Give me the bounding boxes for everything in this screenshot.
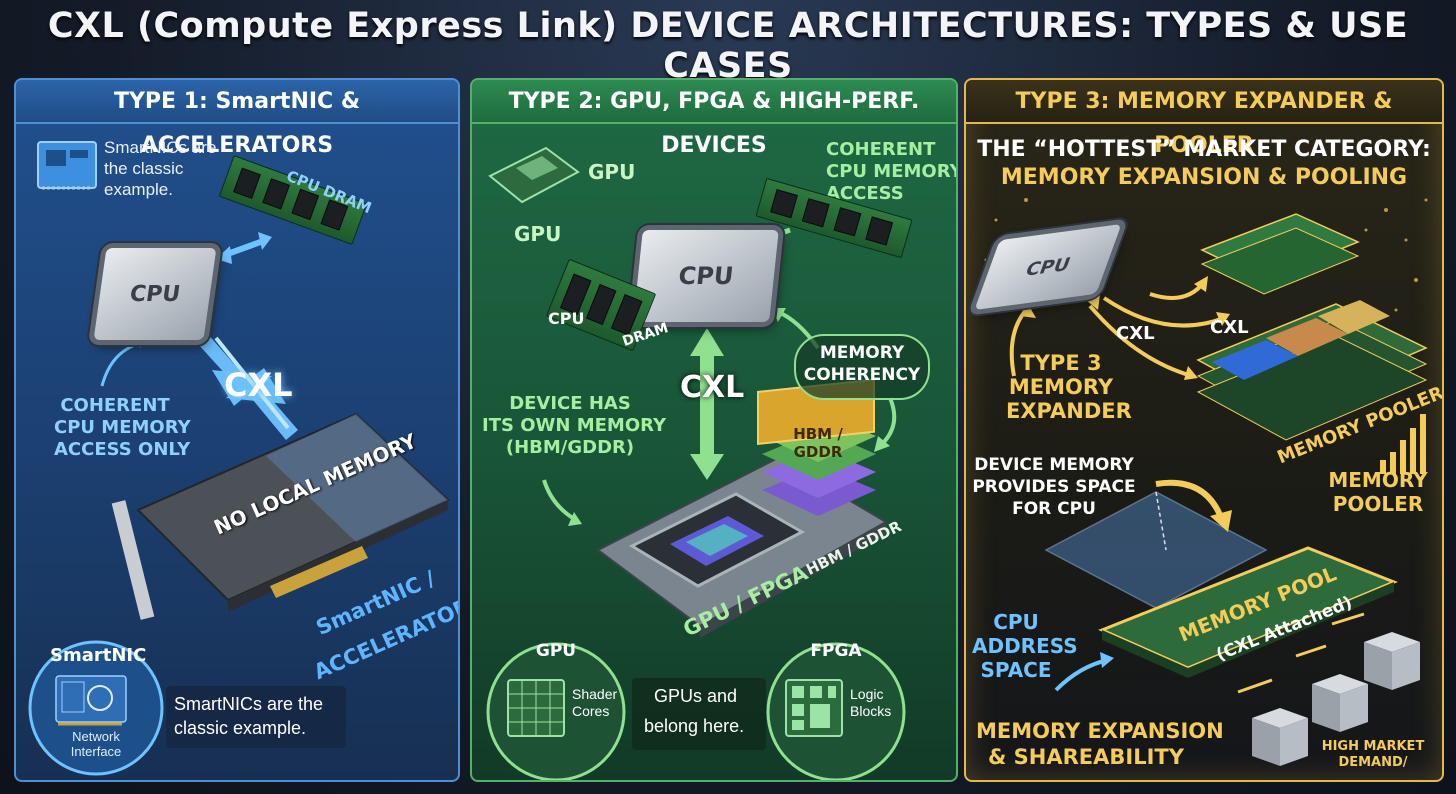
badge-sub: Network Interface [50,729,142,760]
cxl-label: CXL [224,366,293,404]
address-line: SPACE [980,658,1052,682]
type1-graphics [28,141,450,776]
badge-sub-line: Interface [70,743,122,759]
cxl-left-label: CXL [1116,323,1155,344]
type2-graphics [486,146,906,780]
coherent-line: ACCESS [826,183,904,204]
memory-module-top [1200,213,1360,295]
glow-particles [984,198,1428,312]
coherent-line: COHERENT [60,395,170,416]
caption-line: GPUs and [654,686,738,706]
cxl-right-label: CXL [1210,317,1249,338]
cpu-chip: CPU [633,230,779,322]
note-line: example. [104,180,173,199]
pool-links [1237,612,1365,694]
device-memory-line: (HBM/GDDR) [505,437,635,458]
cpu-label: CPU [677,262,735,290]
gpu-circle-sub-line: Shader [572,686,618,702]
type2-panel: TYPE 2: GPU, FPGA & HIGH-PERF. DEVICES [470,78,958,782]
fpga-circle-sub: Logic Blocks [850,686,891,720]
coherency-line: COHERENCY [803,365,921,385]
memory-pooler-stack [1196,300,1428,441]
expander-line: TYPE 3 [1020,351,1102,375]
cpu-dram-cpu-label: CPU [548,309,585,328]
device-memory-arrow [1155,479,1225,522]
gpu-circle-sub: Shader Cores [572,686,617,720]
coherent-arrow [100,340,147,387]
cpu-chip: CPU [93,248,217,340]
expander-line: MEMORY [1008,375,1114,399]
cxl-label: CXL [680,370,745,405]
coherent-line: CPU MEMORY [54,417,191,438]
cpu-label: CPU [1022,253,1074,281]
address-line: CPU [993,610,1039,634]
server-cubes [1252,632,1420,766]
coherency-line: MEMORY [819,343,905,363]
gpu-card-icon [488,146,580,204]
device-memory-line: ITS OWN MEMORY [482,415,667,436]
coherent-line: COHERENT [826,139,936,160]
device-memory-line: PROVIDES SPACE [972,477,1136,497]
type1-panel: TYPE 1: SmartNIC & ACCELERATORS [14,78,460,782]
coherent-line: ACCESS ONLY [54,439,191,460]
caption-line: classic example. [174,718,307,738]
pooler-side-line: MEMORY [1328,468,1428,492]
headline-line: THE “HOTTEST” MARKET CATEGORY: [977,137,1431,162]
cxl-arrow [198,332,298,440]
type3-header: TYPE 3: MEMORY EXPANDER & POOLER [966,80,1442,158]
pooler-side-line: POOLER [1332,492,1424,516]
caption-box: GPUs and belong here. [632,678,766,750]
fpga-circle-sub-line: Logic [850,686,884,702]
device-memory-line: FOR CPU [1012,499,1096,519]
cxl-arrow [690,328,724,480]
expander-line: EXPANDER [1006,399,1132,423]
fpga-circle-title: FPGA [810,641,862,661]
gpu-circle-sub-line: Cores [572,702,610,719]
device-memory-line: DEVICE HAS [509,393,631,414]
caption-box: SmartNICs are the classic example. [166,686,346,748]
accelerator-card [111,412,450,620]
hbm-stack-line: GDDR [793,443,843,461]
address-space-plane [1044,491,1268,609]
device-memory-line: DEVICE MEMORY [974,455,1134,475]
demand-line: HIGH MARKET [1321,739,1425,754]
note-line: SmartNICs are [104,138,217,157]
badge-sub-line: Network [72,729,120,744]
gpu-circle-title: GPU [535,641,577,661]
fpga-circle-sub-line: Blocks [850,702,892,719]
growth-bars [1380,414,1426,474]
type3-graphics [984,198,1428,766]
type2-header: TYPE 2: GPU, FPGA & HIGH-PERF. DEVICES [472,80,956,158]
badge-title: SmartNIC [50,645,147,666]
gpu-label: GPU [514,222,562,246]
caption-line: SmartNICs are the [174,694,324,714]
expansion-line: MEMORY EXPANSION [976,719,1224,743]
headline-line: MEMORY EXPANSION & POOLING [1000,165,1408,190]
cpu-label: CPU [128,281,182,307]
cpu-dram-arrow [216,232,272,264]
address-arrow [1054,658,1109,692]
memory-pool-board [1098,546,1398,678]
expansion-line: & SHAREABILITY [988,745,1184,769]
caption-line: belong here. [644,716,745,736]
type3-panel: TYPE 3: MEMORY EXPANDER & POOLER [964,78,1444,782]
demand-line: DEMAND/ [1338,755,1408,770]
address-line: ADDRESS [972,634,1078,658]
type1-header: TYPE 1: SmartNIC & ACCELERATORS [16,80,458,158]
gpu-icon-label: GPU [588,160,636,184]
coherent-line: CPU MEMORY [826,161,958,182]
nic-card-icon [37,141,97,190]
page-title: CXL (Compute Express Link) DEVICE ARCHIT… [47,6,1409,86]
cxl-arrows [1009,280,1225,378]
note-line: the classic [104,159,184,178]
hbm-stack-line: HBM / [793,425,843,443]
memory-coherency-bubble: MEMORY COHERENCY [794,334,930,400]
